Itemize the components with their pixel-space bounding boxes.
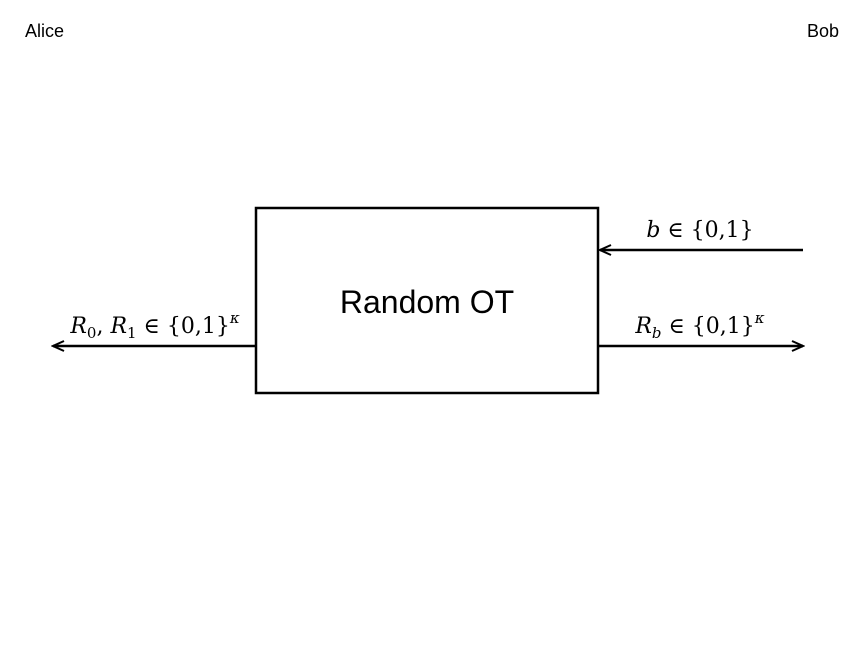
alice-comma: , bbox=[96, 314, 110, 339]
alice-set: ∈ {0,1} bbox=[137, 314, 230, 339]
alice-r1-sub: 1 bbox=[127, 324, 137, 342]
bob-choice-set: ∈ {0,1} bbox=[660, 218, 753, 243]
alice-r0-var: R bbox=[69, 314, 87, 339]
alice-r1-var: R bbox=[109, 314, 127, 339]
bob-exponent: κ bbox=[754, 309, 765, 327]
party-label-alice: Alice bbox=[25, 21, 65, 41]
alice-output-label: R0, R1 ∈ {0,1}κ bbox=[69, 309, 240, 342]
bob-r-sub: b bbox=[652, 324, 662, 342]
alice-exponent: κ bbox=[229, 309, 240, 327]
bob-choice-var: b bbox=[646, 218, 660, 243]
bob-input-label: b ∈ {0,1} bbox=[646, 218, 753, 243]
bob-set: ∈ {0,1} bbox=[662, 314, 755, 339]
bob-r-var: R bbox=[634, 314, 652, 339]
alice-r0-sub: 0 bbox=[87, 324, 97, 342]
box-title: Random OT bbox=[340, 284, 514, 320]
bob-output-label: Rb ∈ {0,1}κ bbox=[634, 309, 764, 342]
functionality-box bbox=[254, 206, 600, 395]
party-label-bob: Bob bbox=[806, 21, 839, 41]
